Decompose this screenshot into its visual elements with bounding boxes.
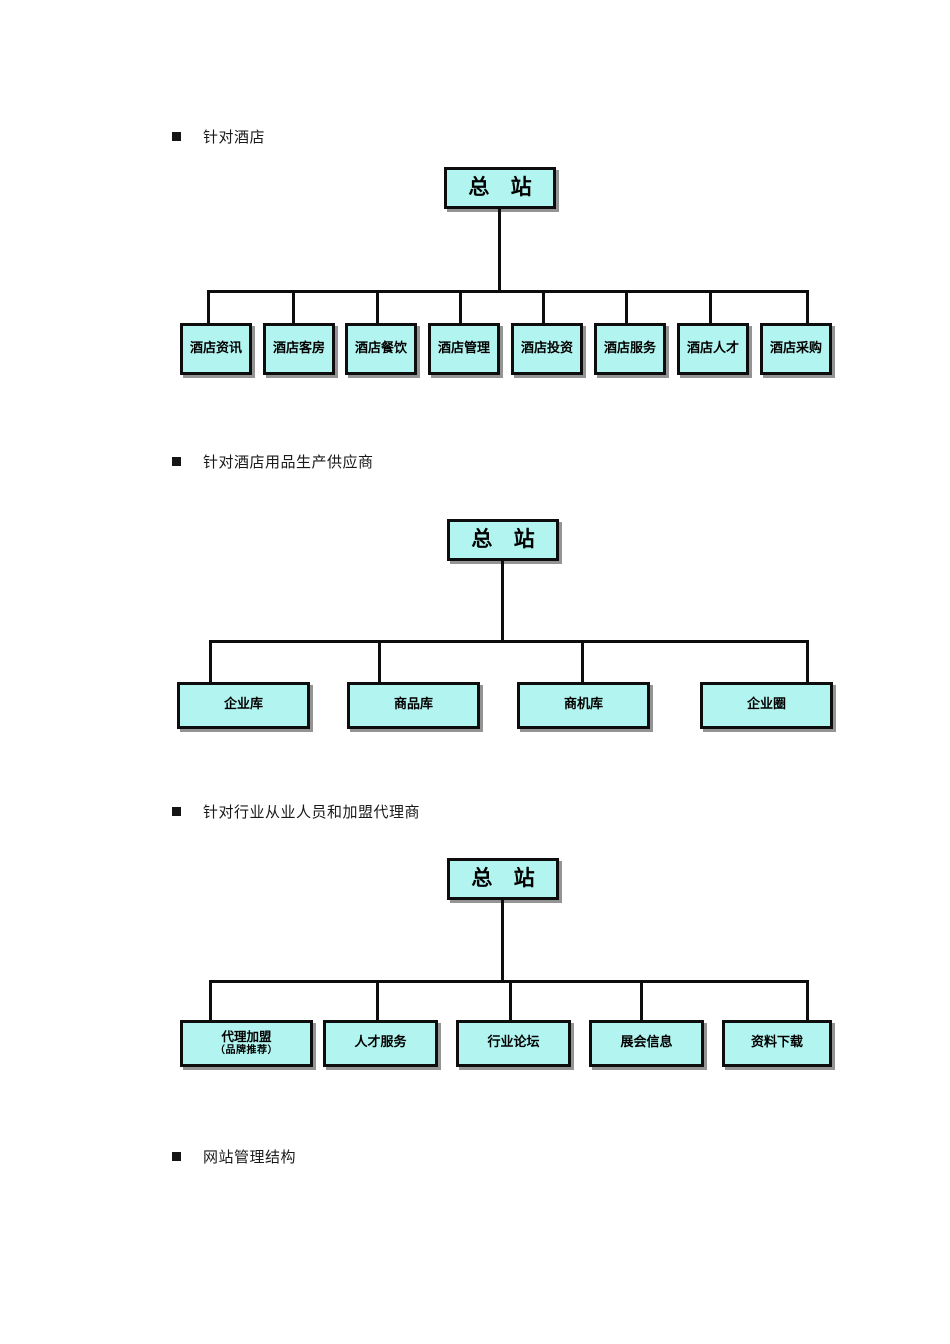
leaf-node-2[interactable]: 商品库: [347, 682, 480, 729]
drop-connector-4: [459, 290, 462, 323]
section-heading-3: 针对行业从业人员和加盟代理商: [172, 801, 420, 822]
leaf-node-4[interactable]: 酒店管理: [428, 323, 500, 375]
drop-connector-6: [625, 290, 628, 323]
trunk-connector: [498, 209, 501, 290]
trunk-connector: [501, 900, 504, 980]
bus-connector: [209, 640, 809, 643]
leaf-node-2[interactable]: 酒店客房: [263, 323, 335, 375]
leaf-node-3[interactable]: 酒店餐饮: [345, 323, 417, 375]
leaf-node-sublabel: （品牌推荐）: [215, 1045, 278, 1057]
leaf-node-4[interactable]: 企业圈: [700, 682, 833, 729]
drop-connector-2: [292, 290, 295, 323]
drop-connector-5: [542, 290, 545, 323]
drop-connector-3: [509, 980, 512, 1020]
bullet-square-icon: [172, 457, 181, 466]
bullet-square-icon: [172, 807, 181, 816]
drop-connector-4: [640, 980, 643, 1020]
section-heading-4: 网站管理结构: [172, 1146, 296, 1167]
section-heading-1: 针对酒店: [172, 126, 265, 147]
drop-connector-2: [376, 980, 379, 1020]
drop-connector-3: [376, 290, 379, 323]
drop-connector-2: [378, 640, 381, 682]
drop-connector-1: [209, 980, 212, 1020]
section-heading-2: 针对酒店用品生产供应商: [172, 451, 374, 472]
leaf-node-5[interactable]: 资料下载: [722, 1020, 832, 1067]
leaf-node-5[interactable]: 酒店投资: [511, 323, 583, 375]
leaf-node-1[interactable]: 酒店资讯: [180, 323, 252, 375]
section-heading-label: 针对行业从业人员和加盟代理商: [203, 803, 421, 821]
drop-connector-5: [806, 980, 809, 1020]
leaf-node-8[interactable]: 酒店采购: [760, 323, 832, 375]
leaf-node-3[interactable]: 商机库: [517, 682, 650, 729]
section-heading-label: 针对酒店用品生产供应商: [203, 453, 374, 471]
drop-connector-4: [806, 640, 809, 682]
bus-connector: [207, 290, 809, 293]
root-node[interactable]: 总 站: [447, 858, 559, 900]
bullet-square-icon: [172, 132, 181, 141]
section-heading-label: 网站管理结构: [203, 1148, 297, 1166]
leaf-node-7[interactable]: 酒店人才: [677, 323, 749, 375]
root-node[interactable]: 总 站: [447, 519, 559, 561]
drop-connector-7: [709, 290, 712, 323]
drop-connector-3: [581, 640, 584, 682]
leaf-node-3[interactable]: 行业论坛: [456, 1020, 571, 1067]
leaf-node-6[interactable]: 酒店服务: [594, 323, 666, 375]
root-node[interactable]: 总 站: [444, 167, 556, 209]
leaf-node-4[interactable]: 展会信息: [589, 1020, 704, 1067]
drop-connector-1: [207, 290, 210, 323]
leaf-node-1[interactable]: 企业库: [177, 682, 310, 729]
drop-connector-1: [209, 640, 212, 682]
leaf-node-label: 代理加盟: [221, 1029, 272, 1045]
drop-connector-8: [806, 290, 809, 323]
bullet-square-icon: [172, 1152, 181, 1161]
leaf-node-2[interactable]: 人才服务: [323, 1020, 438, 1067]
section-heading-label: 针对酒店: [203, 128, 266, 146]
trunk-connector: [501, 561, 504, 640]
leaf-node-1[interactable]: 代理加盟 （品牌推荐）: [180, 1020, 313, 1067]
